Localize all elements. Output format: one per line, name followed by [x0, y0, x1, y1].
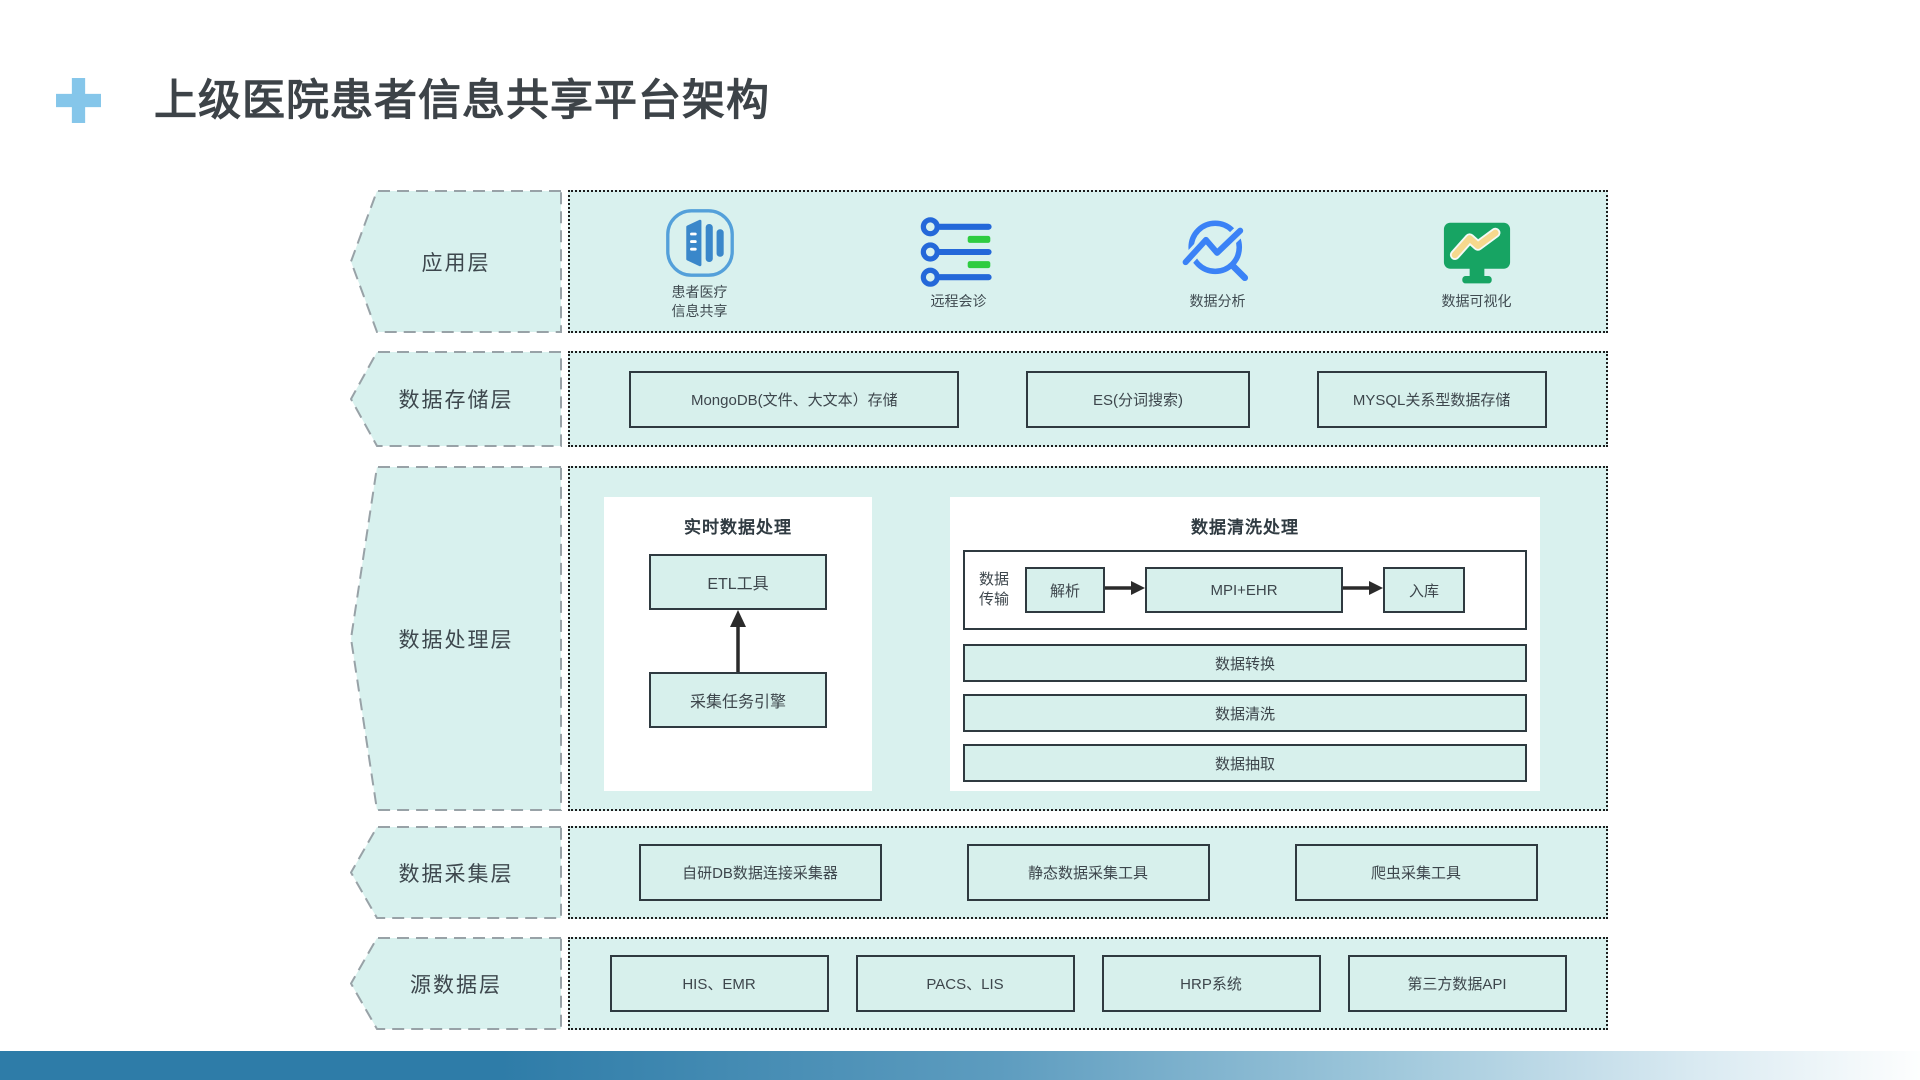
layer-label-text: 数据采集层 — [398, 862, 514, 886]
title-row: 上级医院患者信息共享平台架构 — [55, 66, 770, 128]
plus-icon — [55, 77, 102, 124]
layer-label-source: 源数据层 — [350, 937, 562, 1030]
page-title: 上级医院患者信息共享平台架构 — [154, 77, 770, 125]
source-layer-panel: HIS、EMR PACS、LIS HRP系统 第三方数据API — [568, 937, 1608, 1030]
up-arrow-icon — [727, 610, 749, 672]
collection-box: 自研DB数据连接采集器 — [638, 844, 882, 901]
data-transport-pipeline: 数据 传输 解析 MPI+EHR — [963, 550, 1527, 630]
layer-label-text: 数据处理层 — [398, 628, 514, 652]
layer-label-processing: 数据处理层 — [350, 466, 562, 811]
source-box: HRP系统 — [1101, 955, 1321, 1012]
realtime-processing-panel: 实时数据处理 ETL工具 采集任务引擎 — [604, 497, 872, 791]
processing-layer-panel: 实时数据处理 ETL工具 采集任务引擎 数据清洗处理 数据 传输 解析 — [568, 466, 1608, 811]
layer-processing: 数据处理层 实时数据处理 ETL工具 采集任务引擎 数据清洗处理 — [350, 466, 1608, 811]
layer-label-collection: 数据采集层 — [350, 826, 562, 919]
layer-label-text: 应用层 — [421, 251, 491, 275]
layer-collection: 数据采集层 自研DB数据连接采集器 静态数据采集工具 爬虫采集工具 — [350, 826, 1608, 919]
collection-box: 爬虫采集工具 — [1294, 844, 1538, 901]
app-caption: 远程会诊 — [930, 293, 987, 310]
remote-consultation-icon — [919, 212, 999, 288]
warehouse-box: 入库 — [1383, 567, 1466, 613]
stage-row-clean: 数据清洗 — [963, 694, 1527, 732]
storage-box: MongoDB(文件、大文本）存储 — [629, 370, 960, 428]
layer-label-text: 源数据层 — [410, 973, 502, 997]
mpi-ehr-box: MPI+EHR — [1145, 567, 1344, 613]
panel-title: 实时数据处理 — [684, 518, 792, 537]
architecture-diagram: 应用层 — [350, 190, 1608, 1030]
footer-gradient-bar — [0, 1051, 1920, 1080]
collection-layer-panel: 自研DB数据连接采集器 静态数据采集工具 爬虫采集工具 — [568, 826, 1608, 919]
app-item-data-visualization: 数据可视化 — [1397, 212, 1557, 311]
data-cleaning-panel: 数据清洗处理 数据 传输 解析 MPI+EHR — [950, 497, 1540, 791]
collection-box: 静态数据采集工具 — [966, 844, 1210, 901]
data-visualization-icon — [1440, 212, 1514, 288]
patient-info-sharing-icon — [664, 203, 736, 279]
transport-label: 数据 传输 — [979, 570, 1010, 608]
parse-box: 解析 — [1025, 567, 1106, 613]
app-caption: 数据分析 — [1189, 293, 1246, 310]
storage-layer-panel: MongoDB(文件、大文本）存储 ES(分词搜索) MYSQL关系型数据存储 — [568, 351, 1608, 447]
source-box: PACS、LIS — [855, 955, 1075, 1012]
layer-application: 应用层 — [350, 190, 1608, 333]
right-arrow-icon — [1343, 580, 1384, 601]
layer-label-text: 数据存储层 — [398, 389, 514, 412]
storage-box: ES(分词搜索) — [1025, 370, 1250, 428]
data-analysis-icon — [1180, 212, 1255, 288]
source-box: HIS、EMR — [609, 955, 829, 1012]
storage-box: MYSQL关系型数据存储 — [1316, 370, 1547, 428]
layer-label-storage: 数据存储层 — [350, 351, 562, 447]
app-item-patient-info: 患者医疗 信息共享 — [620, 203, 780, 321]
app-item-data-analysis: 数据分析 — [1138, 212, 1298, 311]
app-caption: 数据可视化 — [1441, 293, 1512, 310]
collection-task-engine-box: 采集任务引擎 — [649, 672, 827, 728]
layer-label-application: 应用层 — [350, 190, 562, 333]
application-layer-panel: 患者医疗 信息共享 — [568, 190, 1608, 333]
layer-source: 源数据层 HIS、EMR PACS、LIS HRP系统 第三方数据API — [350, 937, 1608, 1030]
app-item-remote-consultation: 远程会诊 — [879, 212, 1039, 311]
panel-title: 数据清洗处理 — [1191, 518, 1299, 537]
right-arrow-icon — [1105, 580, 1146, 601]
app-caption: 患者医疗 信息共享 — [671, 283, 728, 319]
stage-row-extract: 数据抽取 — [963, 744, 1527, 782]
etl-tool-box: ETL工具 — [649, 554, 827, 610]
layer-storage: 数据存储层 MongoDB(文件、大文本）存储 ES(分词搜索) MYSQL关系… — [350, 351, 1608, 447]
stage-row-transform: 数据转换 — [963, 644, 1527, 682]
source-box: 第三方数据API — [1347, 955, 1567, 1012]
